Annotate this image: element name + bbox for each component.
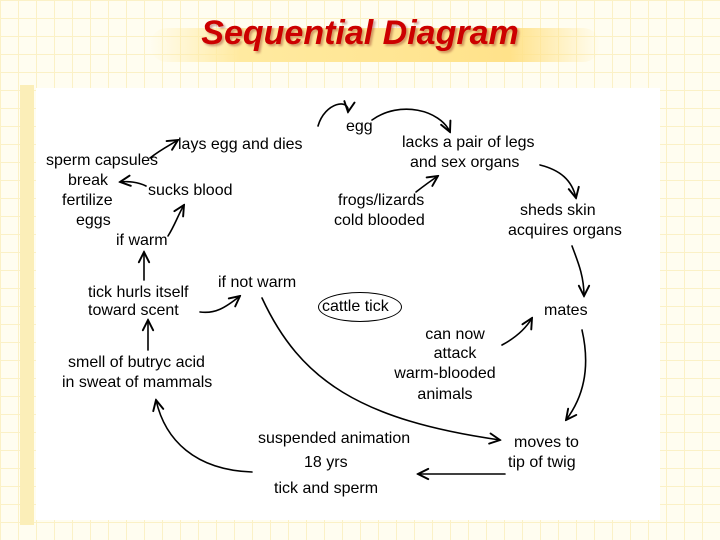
- label-sperm-line2: break: [68, 172, 109, 189]
- left-accent-bar: [20, 85, 34, 525]
- arrow-lays-to-egg: [317, 104, 348, 127]
- label-moves-line1: moves to: [514, 434, 579, 451]
- label-can-now-line2: attack: [433, 345, 477, 362]
- arrow-lacks-to-sheds: [539, 164, 576, 198]
- label-suspended: suspended animation: [258, 430, 411, 447]
- arrow-ifwarm-to-sucks: [167, 205, 184, 237]
- label-smell-line2: in sweat of mammals: [62, 374, 213, 391]
- label-years: 18 yrs: [304, 454, 348, 471]
- label-tick-sperm: tick and sperm: [274, 480, 379, 497]
- label-sperm-line3: fertilize: [62, 192, 113, 209]
- label-egg: egg: [346, 118, 373, 135]
- arrow-ifnotwarm-to-moves: [261, 297, 500, 440]
- label-sperm-line1: sperm capsules: [46, 152, 159, 169]
- label-sperm-line4: eggs: [76, 212, 111, 229]
- arrow-frogs-to-lacks: [415, 176, 438, 193]
- slide-title: Sequential Diagram: [201, 14, 519, 52]
- label-moves-line2: tip of twig: [508, 454, 576, 471]
- title-highlight: [150, 28, 600, 62]
- label-if-warm: if warm: [116, 232, 168, 249]
- label-can-now-line3: warm-blooded: [394, 365, 496, 382]
- label-tick-hurls-line1: tick hurls itself: [88, 284, 189, 301]
- arrow-egg-to-lacks: [371, 108, 450, 132]
- arrow-sperm-to-lays: [149, 140, 178, 159]
- arrow-sucks-to-break: [120, 182, 147, 187]
- label-mates: mates: [544, 302, 588, 319]
- label-can-now-line1: can now: [425, 326, 485, 343]
- arrow-tickhurls-to-ifnotwarm: [199, 296, 240, 314]
- label-frogs-line1: frogs/lizards: [338, 192, 425, 209]
- arrow-mates-to-moves: [566, 329, 587, 420]
- arrow-suspended-to-smell: [156, 400, 253, 473]
- label-lacks-line2: and sex organs: [410, 154, 520, 171]
- label-frogs-line2: cold blooded: [334, 212, 425, 229]
- arrow-cannow-to-mates: [501, 318, 532, 346]
- label-sheds-line1: sheds skin: [520, 202, 596, 219]
- label-lacks-line1: lacks a pair of legs: [402, 134, 535, 151]
- arrow-sheds-to-mates: [571, 245, 584, 296]
- label-if-not-warm: if not warm: [218, 274, 297, 291]
- label-tick-hurls-line2: toward scent: [88, 302, 179, 319]
- label-can-now-line4: animals: [417, 386, 473, 403]
- label-sucks-blood: sucks blood: [148, 182, 233, 199]
- label-cattle-tick: cattle tick: [322, 298, 389, 315]
- label-smell-line1: smell of butryc acid: [68, 354, 205, 371]
- label-sheds-line2: acquires organs: [508, 222, 622, 239]
- label-lays-egg: lays egg and dies: [178, 136, 303, 153]
- cattle-tick-ellipse: [318, 292, 402, 322]
